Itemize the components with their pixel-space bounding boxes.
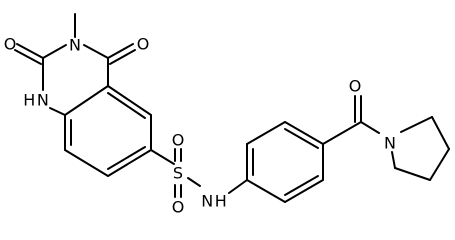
bond-c2-o	[16, 43, 44, 59]
bond-n3-c4	[83, 44, 109, 59]
bond-camide-n	[360, 121, 380, 134]
bond-c5-c4a-inner	[107, 92, 146, 119]
bond-n1-c8a	[49, 107, 66, 116]
bond-c2p-c3p	[246, 121, 286, 145]
bond-c3p-c4p-inner	[284, 128, 319, 149]
bond-ca-cb	[431, 116, 450, 150]
atom-oxygen-amide: O	[349, 77, 362, 96]
atom-nh-sulfonamide: N H	[201, 192, 227, 211]
atom-oxygen-c4: O	[137, 35, 150, 54]
bond-c4p-camide	[322, 121, 362, 145]
atom-nitrogen-pyrrolidine: N	[384, 134, 396, 153]
bond-cb-cc	[429, 148, 450, 181]
bond-c2-n3	[42, 44, 67, 59]
bond-c6-s	[150, 149, 175, 165]
bond-c7-c6	[107, 149, 152, 177]
bond-cd-n	[391, 151, 396, 169]
bond-c8a-c4a	[64, 85, 109, 116]
bond-c6p-c1p	[246, 179, 286, 203]
atom-oxygen-sulfonyl-bottom: O	[172, 198, 185, 217]
bond-nh-c1prime	[228, 179, 248, 194]
bond-c5p-c6p-inner	[284, 175, 319, 196]
bond-c5-c4a	[107, 85, 152, 116]
bonds	[14, 13, 450, 203]
bond-cc-cd	[394, 167, 431, 181]
atom-nitrogen-n3: N	[69, 36, 81, 55]
atom-sulfur: S	[173, 164, 183, 183]
bond-c3p-c4p	[284, 121, 324, 145]
bond-c5p-c6p	[284, 179, 324, 203]
atom-labels: O N O H N S O O N H O N	[4, 35, 396, 217]
bond-c4-o	[107, 43, 134, 59]
atom-oxygen-sulfonyl-top: O	[172, 131, 185, 150]
molecule-structure: O N O H N S O O N H O N	[4, 13, 450, 217]
bond-n-ca	[400, 116, 433, 133]
bond-c7-c6-inner	[107, 146, 146, 170]
bond-c4-o-double	[109, 49, 136, 65]
atom-nh-ring: H N	[23, 91, 49, 110]
bond-c2-o-double	[14, 49, 42, 65]
bond-s-nh	[187, 177, 201, 187]
atom-oxygen-c2: O	[4, 35, 17, 54]
bond-c8-c7	[64, 149, 109, 177]
